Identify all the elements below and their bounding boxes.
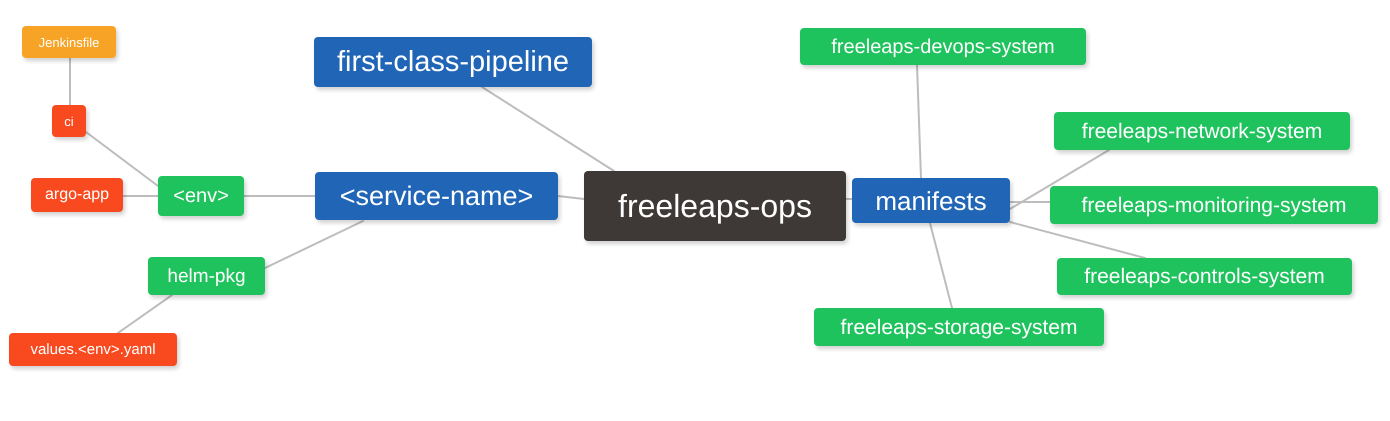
edge-manifests-to-freeleaps-storage-system — [929, 222, 953, 309]
mindmap-node-first-class-pipeline[interactable]: first-class-pipeline — [314, 37, 592, 87]
mindmap-node-label: freeleaps-devops-system — [831, 35, 1055, 58]
mindmap-node-label: freeleaps-storage-system — [840, 315, 1078, 339]
mindmap-node-ci[interactable]: ci — [52, 105, 86, 137]
mindmap-node-jenkinsfile[interactable]: Jenkinsfile — [22, 26, 116, 58]
mindmap-node-values-yaml[interactable]: values.<env>.yaml — [9, 333, 177, 366]
mindmap-node-label: ci — [64, 113, 74, 129]
mindmap-node-label: values.<env>.yaml — [30, 341, 156, 358]
mindmap-node-freeleaps-ops[interactable]: freeleaps-ops — [584, 171, 846, 241]
mindmap-node-label: freeleaps-controls-system — [1084, 265, 1325, 288]
mindmap-node-label: freeleaps-monitoring-system — [1081, 193, 1347, 217]
edge-manifests-to-freeleaps-controls-system — [1009, 221, 1146, 259]
mindmap-node-freeleaps-devops-system[interactable]: freeleaps-devops-system — [800, 28, 1086, 65]
mindmap-node-label: freeleaps-network-system — [1081, 119, 1323, 143]
mindmap-node-freeleaps-monitoring-system[interactable]: freeleaps-monitoring-system — [1050, 186, 1378, 224]
edge-manifests-to-freeleaps-devops-system — [916, 64, 922, 179]
mindmap-node-label: manifests — [875, 185, 987, 216]
edge-service-name-to-freeleaps-ops — [557, 195, 585, 200]
mindmap-node-label: <env> — [173, 185, 229, 207]
mindmap-node-label: helm-pkg — [167, 265, 246, 287]
mindmap-node-label: argo-app — [44, 186, 110, 203]
edge-first-class-pipeline-to-freeleaps-ops — [481, 86, 615, 172]
mindmap-node-label: first-class-pipeline — [336, 45, 570, 78]
mindmap-node-label: Jenkinsfile — [38, 34, 100, 50]
mindmap-node-label: freeleaps-ops — [618, 188, 812, 224]
mindmap-node-label: <service-name> — [339, 180, 534, 211]
mindmap-node-freeleaps-storage-system[interactable]: freeleaps-storage-system — [814, 308, 1104, 346]
mindmap-node-freeleaps-controls-system[interactable]: freeleaps-controls-system — [1057, 258, 1352, 295]
mindmap-node-argo-app[interactable]: argo-app — [31, 178, 123, 212]
mindmap-node-service-name[interactable]: <service-name> — [315, 172, 558, 220]
mindmap-node-env[interactable]: <env> — [158, 176, 244, 216]
edge-helm-pkg-to-service-name — [264, 220, 364, 269]
mindmap-node-freeleaps-network-system[interactable]: freeleaps-network-system — [1054, 112, 1350, 150]
mindmap-node-helm-pkg[interactable]: helm-pkg — [148, 257, 265, 295]
mindmap-node-manifests[interactable]: manifests — [852, 178, 1010, 223]
edge-values-yaml-to-helm-pkg — [117, 294, 173, 334]
